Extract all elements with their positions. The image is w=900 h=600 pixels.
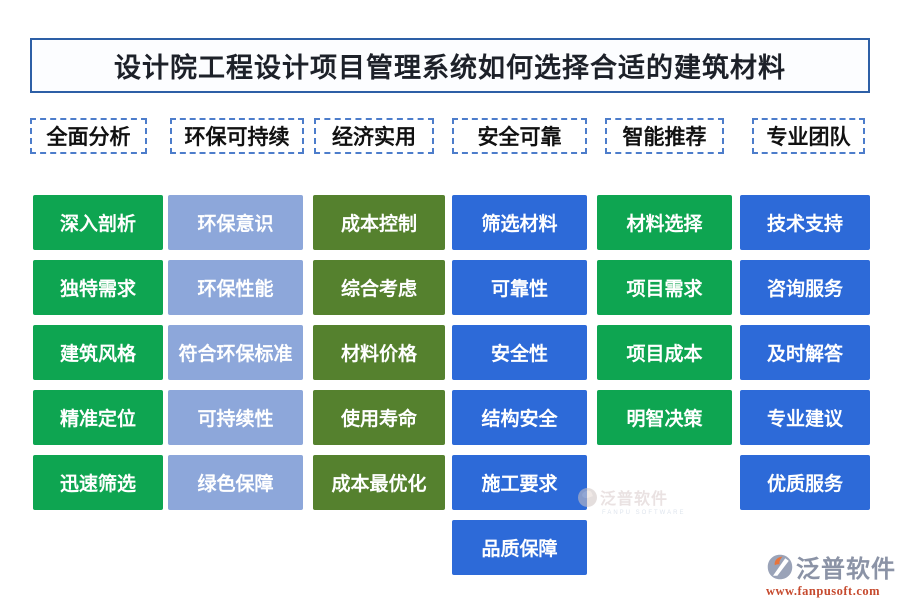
feature-tag-team: 专业团队 bbox=[752, 118, 865, 154]
grid-button[interactable]: 品质保障 bbox=[452, 520, 587, 575]
column-safety-quality: 筛选材料 可靠性 安全性 结构安全 施工要求 品质保障 bbox=[452, 195, 587, 575]
column-deep-analysis: 深入剖析 独特需求 建筑风格 精准定位 迅速筛选 bbox=[33, 195, 163, 510]
grid-button[interactable]: 施工要求 bbox=[452, 455, 587, 510]
grid-button[interactable]: 咨询服务 bbox=[740, 260, 870, 315]
grid-button[interactable]: 项目成本 bbox=[597, 325, 732, 380]
grid-button[interactable]: 迅速筛选 bbox=[33, 455, 163, 510]
grid-button[interactable]: 综合考虑 bbox=[313, 260, 445, 315]
grid-button[interactable]: 及时解答 bbox=[740, 325, 870, 380]
grid-button[interactable]: 专业建议 bbox=[740, 390, 870, 445]
feature-tag-eco: 环保可持续 bbox=[170, 118, 304, 154]
grid-button[interactable]: 材料选择 bbox=[597, 195, 732, 250]
grid-button[interactable]: 成本最优化 bbox=[313, 455, 445, 510]
footer-brand-block: 泛普软件 www.fanpusoft.com bbox=[766, 549, 896, 599]
center-watermark: 泛普软件 FANPU SOFTWARE bbox=[578, 485, 685, 516]
grid-button[interactable]: 独特需求 bbox=[33, 260, 163, 315]
grid-button[interactable]: 可持续性 bbox=[168, 390, 303, 445]
feature-tag-smart: 智能推荐 bbox=[605, 118, 724, 154]
footer-brand: 泛普软件 bbox=[796, 557, 896, 583]
grid-button[interactable]: 材料价格 bbox=[313, 325, 445, 380]
column-material-selection: 材料选择 项目需求 项目成本 明智决策 bbox=[597, 195, 732, 445]
watermark-brand: 泛普软件 bbox=[600, 491, 669, 508]
grid-button[interactable]: 精准定位 bbox=[33, 390, 163, 445]
page-title: 设计院工程设计项目管理系统如何选择合适的建筑材料 bbox=[30, 38, 870, 93]
grid-button[interactable]: 成本控制 bbox=[313, 195, 445, 250]
grid-button[interactable]: 建筑风格 bbox=[33, 325, 163, 380]
footer-url[interactable]: www.fanpusoft.com bbox=[766, 584, 881, 598]
column-cost-control: 成本控制 综合考虑 材料价格 使用寿命 成本最优化 bbox=[313, 195, 445, 510]
grid-button[interactable]: 技术支持 bbox=[740, 195, 870, 250]
grid-button[interactable]: 可靠性 bbox=[452, 260, 587, 315]
grid-button[interactable]: 安全性 bbox=[452, 325, 587, 380]
grid-button[interactable]: 符合环保标准 bbox=[168, 325, 303, 380]
column-service-support: 技术支持 咨询服务 及时解答 专业建议 优质服务 bbox=[740, 195, 870, 510]
fanpu-logo-icon bbox=[767, 554, 793, 579]
watermark-subtext: FANPU SOFTWARE bbox=[602, 510, 686, 516]
grid-button[interactable]: 环保意识 bbox=[168, 195, 303, 250]
feature-tag-safe: 安全可靠 bbox=[452, 118, 587, 154]
feature-tag-economic: 经济实用 bbox=[314, 118, 434, 154]
grid-button[interactable]: 环保性能 bbox=[168, 260, 303, 315]
grid-button[interactable]: 深入剖析 bbox=[33, 195, 163, 250]
grid-button[interactable]: 明智决策 bbox=[597, 390, 732, 445]
grid-button[interactable]: 结构安全 bbox=[452, 390, 587, 445]
column-eco-friendly: 环保意识 环保性能 符合环保标准 可持续性 绿色保障 bbox=[168, 195, 303, 510]
grid-button[interactable]: 项目需求 bbox=[597, 260, 732, 315]
feature-tag-comprehensive: 全面分析 bbox=[30, 118, 147, 154]
grid-button[interactable]: 绿色保障 bbox=[168, 455, 303, 510]
grid-button[interactable]: 使用寿命 bbox=[313, 390, 445, 445]
grid-button[interactable]: 优质服务 bbox=[740, 455, 870, 510]
grid-button[interactable]: 筛选材料 bbox=[452, 195, 587, 250]
